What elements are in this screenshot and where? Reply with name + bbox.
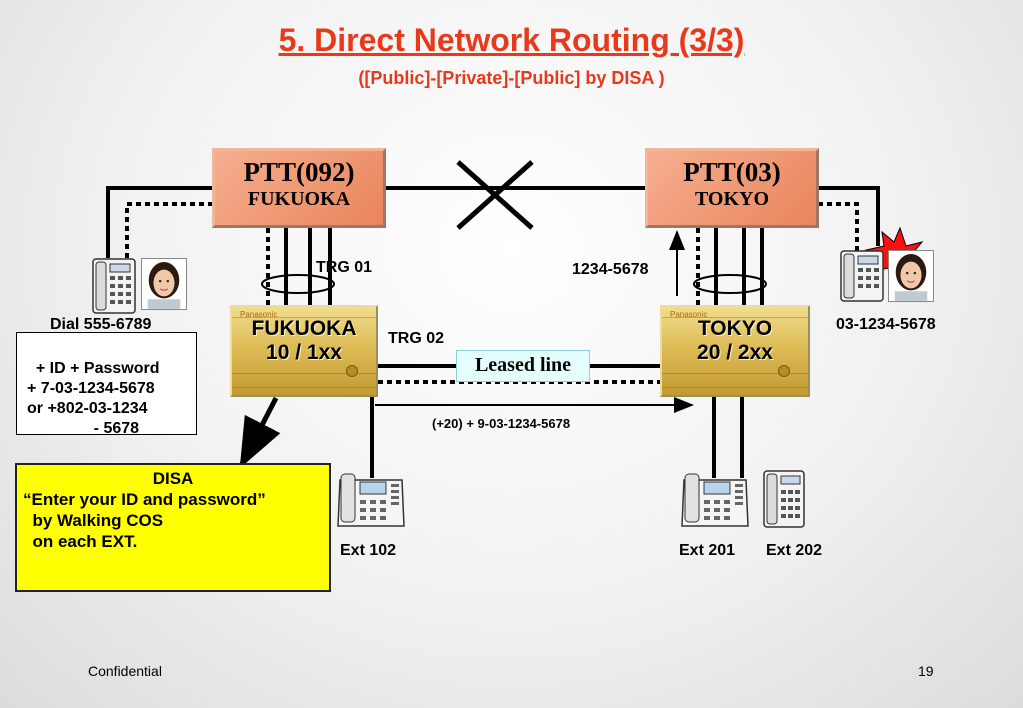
line-ptt03-right-phone-dotted xyxy=(818,202,859,258)
pbx-tokyo-name: TOKYO xyxy=(697,317,773,340)
ext202-label: Ext 202 xyxy=(766,542,823,559)
phone-icon xyxy=(840,250,884,302)
trg02-label: TRG 02 xyxy=(388,330,445,347)
footer-page-number: 19 xyxy=(918,663,934,679)
phone-icon xyxy=(92,258,136,314)
disa-arrow xyxy=(239,396,281,469)
disa-box: DISA “Enter your ID and password” by Wal… xyxy=(15,463,331,592)
pbx-fukuoka-knob xyxy=(346,365,358,377)
phone-icon xyxy=(681,473,749,527)
blocked-x-icon xyxy=(456,160,534,230)
dial-instructions-text: + ID + Password + 7-03-1234-5678 or +802… xyxy=(27,360,160,437)
ptt-fukuoka: PTT(092) FUKUOKA xyxy=(212,148,386,228)
ptt-tokyo-code: PTT(03) xyxy=(683,157,781,187)
ext201-label: Ext 201 xyxy=(679,542,736,559)
line-left-phone-ptt-solid xyxy=(106,186,215,258)
phone-icon xyxy=(337,473,405,527)
pbx-tokyo: Panasonic TOKYO 20 / 2xx xyxy=(660,305,810,397)
trg-tokyo-ellipse xyxy=(693,274,767,294)
ptt-tokyo: PTT(03) TOKYO xyxy=(645,148,819,228)
pbx-fukuoka: Panasonic FUKUOKA 10 / 1xx xyxy=(230,305,378,397)
page-subtitle: ([Public]-[Private]-[Public] by DISA ) xyxy=(358,68,665,88)
pbx-tokyo-knob xyxy=(778,365,790,377)
trg01-label: TRG 01 xyxy=(316,259,373,276)
footer-confidential: Confidential xyxy=(88,663,162,679)
disa-title: DISA xyxy=(152,469,194,488)
pbx-tokyo-range: 20 / 2xx xyxy=(697,341,773,364)
line-left-phone-ptt-dotted xyxy=(125,202,215,258)
person-icon xyxy=(888,250,934,302)
dial-instructions-box: + ID + Password + 7-03-1234-5678 or +802… xyxy=(16,332,197,437)
person-icon xyxy=(141,258,187,310)
trg01-ellipse xyxy=(261,274,335,294)
route-number-label: (+20) + 9-03-1234-5678 xyxy=(432,416,571,431)
page-title: 5. Direct Network Routing (3/3) xyxy=(278,22,745,58)
pbx-fukuoka-name: FUKUOKA xyxy=(251,317,357,340)
dial-label: Dial 555-6789 xyxy=(50,316,152,333)
pbx-fukuoka-range: 10 / 1xx xyxy=(266,341,342,364)
ptt-tokyo-city: TOKYO xyxy=(694,188,770,210)
caller-number-label: 03-1234-5678 xyxy=(836,316,936,333)
leased-line-label: Leased line xyxy=(456,350,590,382)
pbx-fukuoka-brand: Panasonic xyxy=(240,310,278,319)
ptt-fukuoka-city: FUKUOKA xyxy=(247,188,351,210)
number-label-1234: 1234-5678 xyxy=(572,261,649,278)
pbx-tokyo-brand: Panasonic xyxy=(670,310,708,319)
ext102-label: Ext 102 xyxy=(340,542,397,559)
line-ptt03-right-phone-solid xyxy=(818,186,880,246)
phone-icon xyxy=(763,470,805,528)
disa-body: “Enter your ID and password” by Walking … xyxy=(23,490,266,551)
ptt-fukuoka-code: PTT(092) xyxy=(243,157,355,187)
